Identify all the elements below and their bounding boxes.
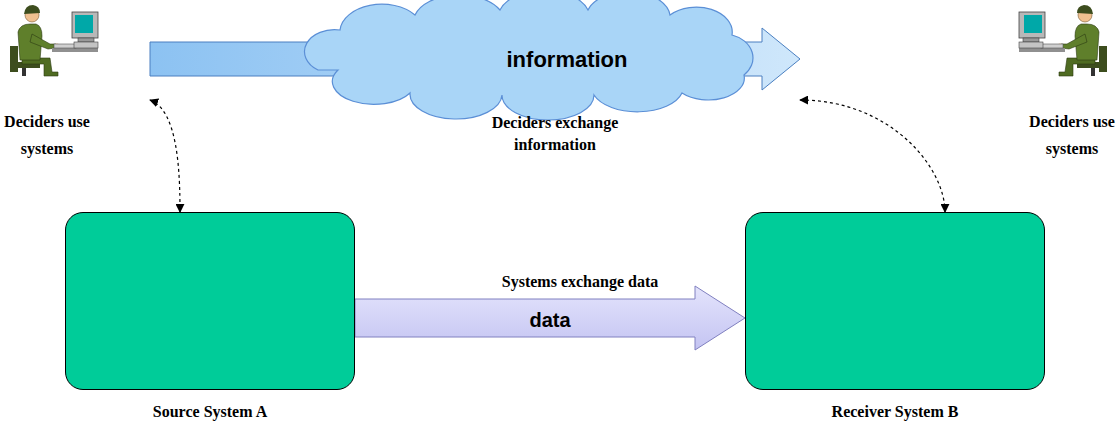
decider-caption: Deciders use systems: [1027, 108, 1117, 162]
data-arrow: [355, 286, 745, 350]
cloud-shape: [305, 0, 753, 120]
note-text: Deciders exchange information: [460, 112, 650, 156]
decider-group: Deciders use systems: [800, 0, 1117, 195]
decider-group: Deciders use systems: [0, 0, 150, 195]
decider-figure: [10, 5, 98, 76]
system-name: Receiver System B: [746, 403, 1044, 421]
flow-label: data: [529, 309, 570, 332]
decider-figure: [1019, 5, 1107, 76]
system-box: Source System A: [65, 212, 355, 390]
flow-label: information: [507, 47, 628, 73]
system-name: Source System A: [66, 403, 354, 421]
use-link: [800, 100, 945, 212]
system-box: Receiver System B: [745, 212, 1045, 390]
use-link: [150, 100, 180, 212]
decider-caption: Deciders use systems: [2, 108, 92, 162]
note-text: Systems exchange data: [450, 271, 710, 293]
